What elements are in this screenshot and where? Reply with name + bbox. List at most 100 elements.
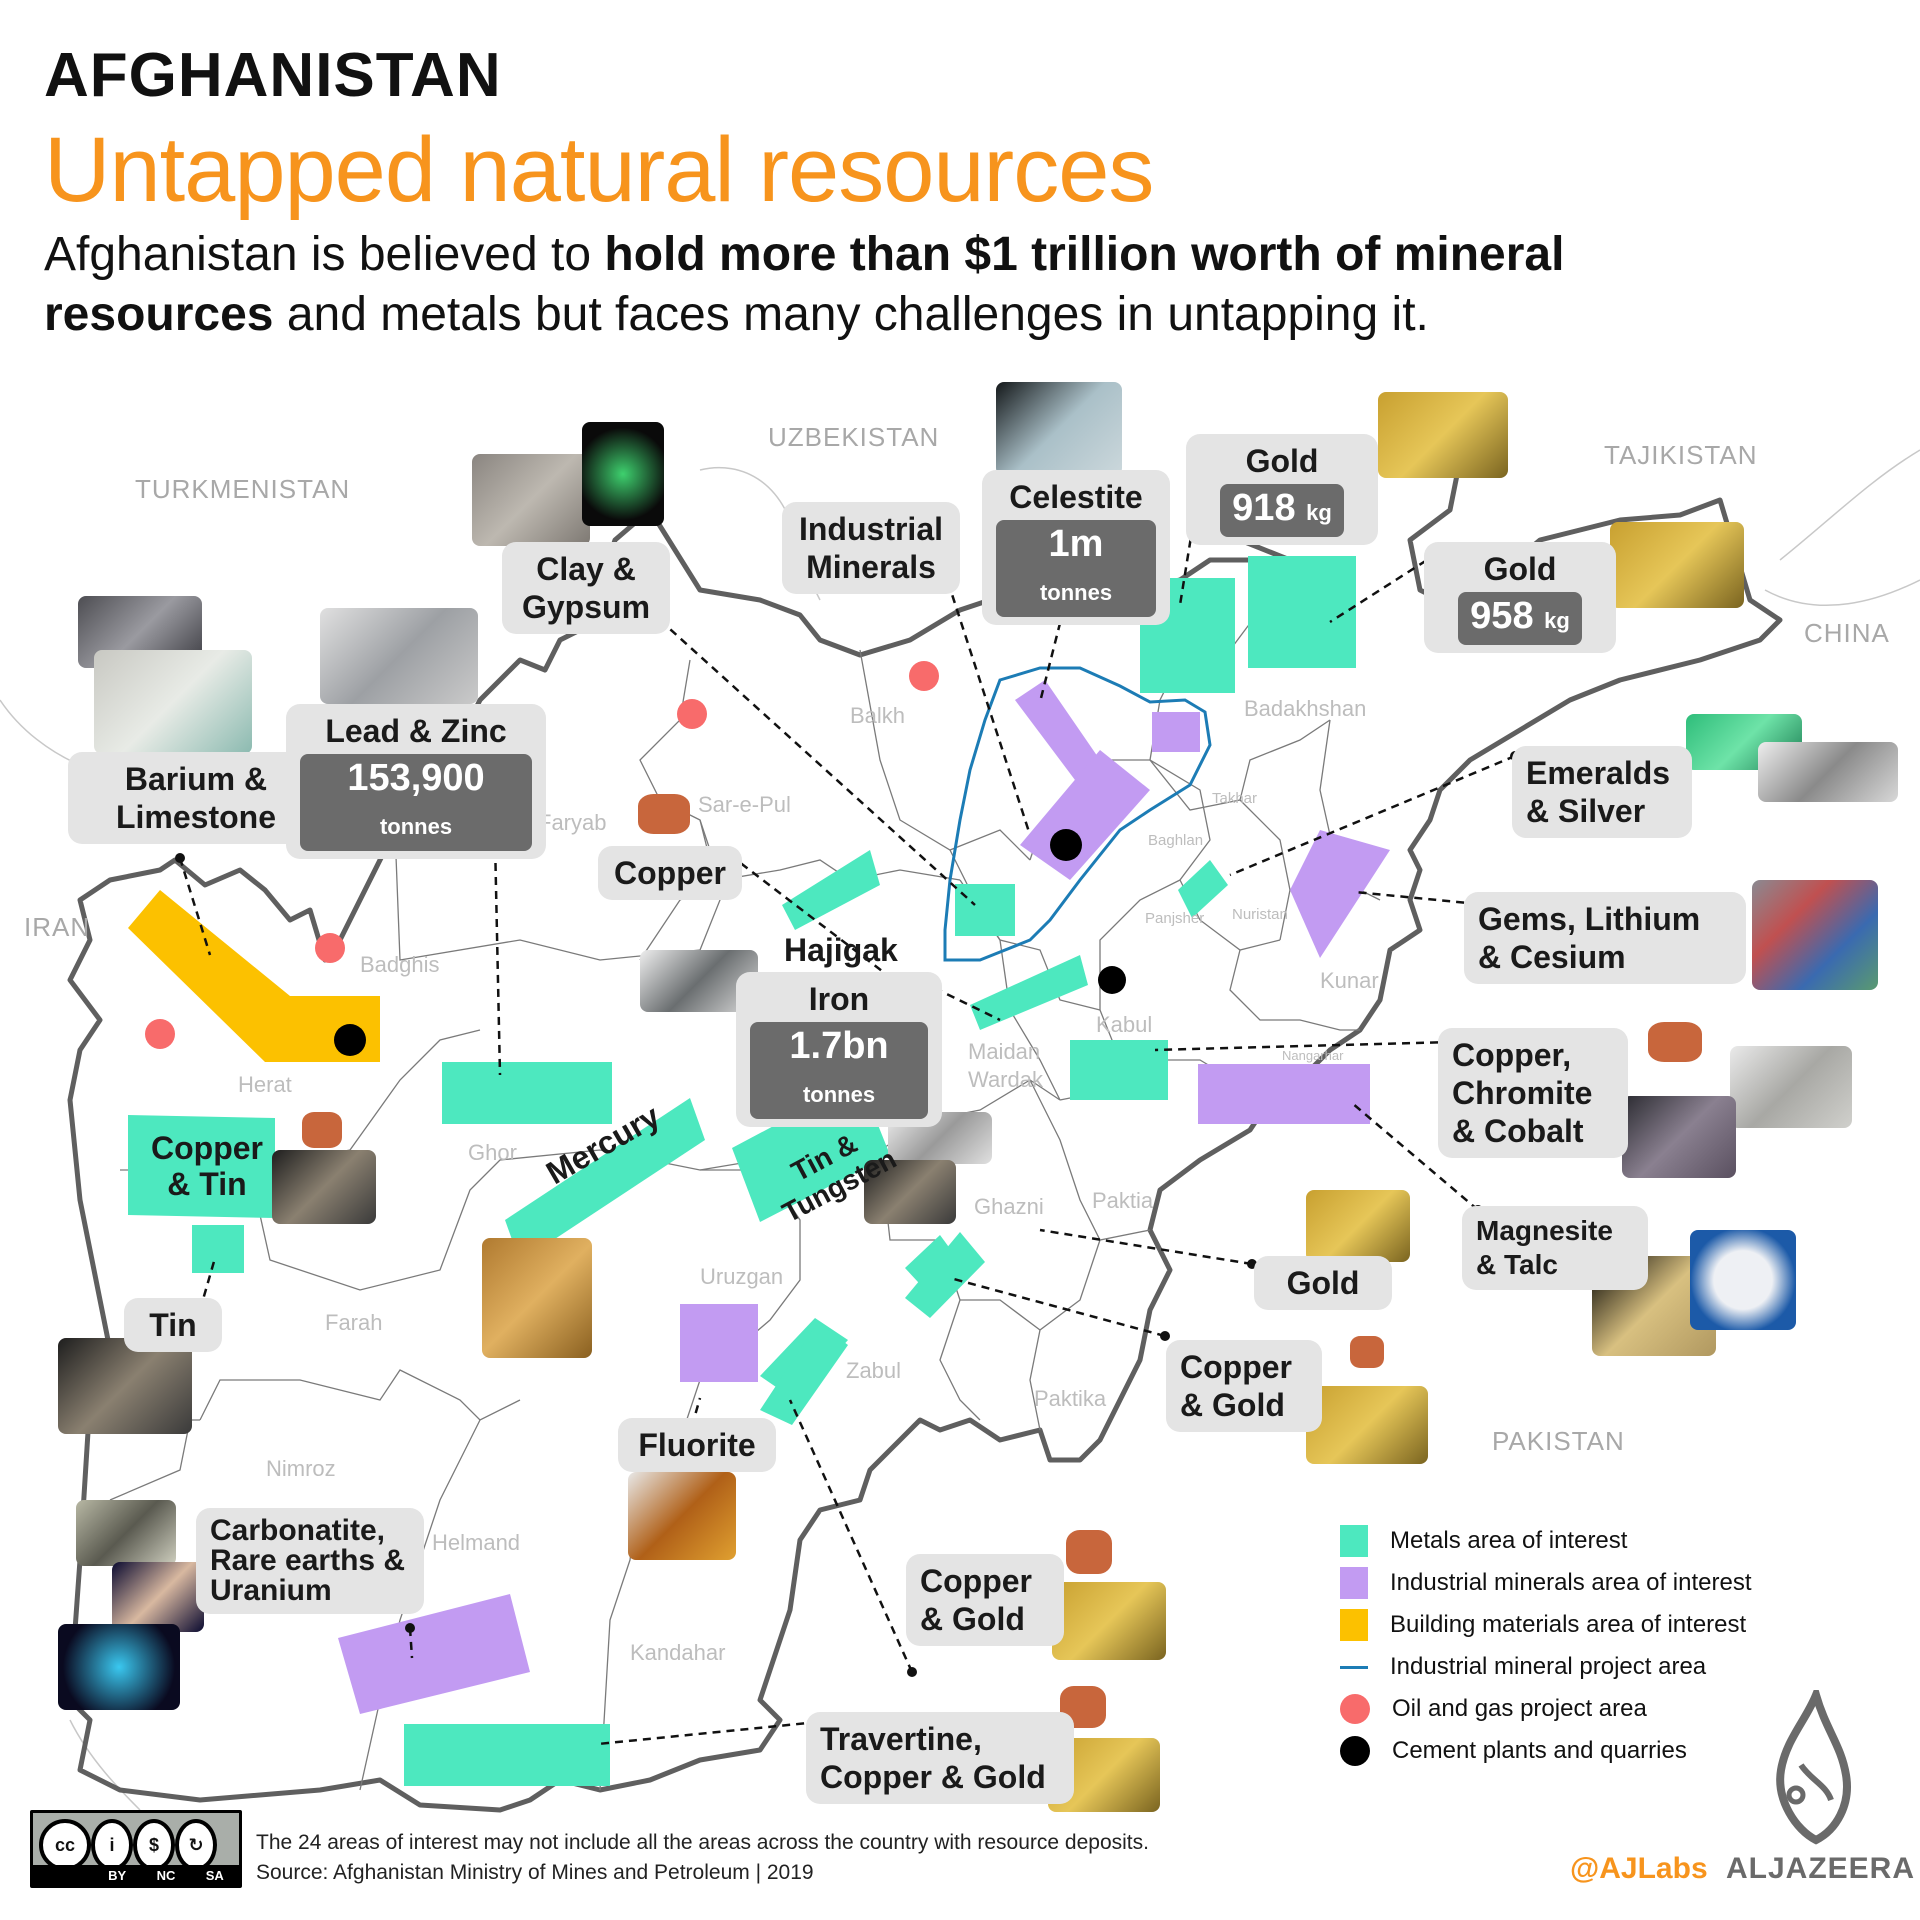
country-label-tajikistan: TAJIKISTAN (1604, 440, 1758, 470)
oil-gas-sites (145, 661, 939, 1049)
province-label: Kandahar (630, 1640, 726, 1665)
chromite-photo (1622, 1096, 1736, 1178)
footer-note: The 24 areas of interest may not include… (256, 1831, 1149, 1854)
card-gems-lithium-cesium: Gems, Lithium & Cesium (1464, 892, 1746, 984)
card-gold-paktia: Gold (1254, 1256, 1392, 1310)
card-value: 1m tonnes (996, 520, 1156, 617)
card-label: Magnesite & Talc (1476, 1215, 1613, 1280)
card-value: 918 kg (1220, 484, 1344, 537)
page-title: AFGHANISTAN (44, 41, 502, 110)
gems-photo (1752, 880, 1878, 990)
cc-by-label: BY (108, 1867, 127, 1883)
carbonatite-photo (76, 1500, 176, 1566)
value-unit: tonnes (802, 1082, 876, 1107)
value-unit: kg (1544, 608, 1570, 633)
card-label: Barium & Limestone (115, 761, 277, 835)
description-bold: resources (44, 288, 274, 341)
talc-photo (1690, 1230, 1796, 1330)
gold-photo (1610, 522, 1744, 608)
legend-swatch-building (1340, 1609, 1368, 1641)
mercury-photo (482, 1238, 592, 1358)
card-label: Fluorite (638, 1427, 756, 1463)
copper-photo (638, 794, 690, 834)
card-label: Gems, Lithium & Cesium (1478, 901, 1701, 975)
description-text: Afghanistan is believed to (44, 228, 605, 281)
cc-license-badge: cc i $ ↻ BY NC SA (30, 1810, 242, 1888)
lead-zinc-photo (320, 608, 478, 704)
legend-label: Cement plants and quarries (1392, 1737, 1687, 1764)
gold-photo (1306, 1386, 1428, 1464)
card-label: Clay & Gypsum (521, 551, 651, 625)
value-number: 918 (1232, 487, 1296, 529)
province-label: Zabul (846, 1358, 902, 1383)
country-label-uzbekistan: UZBEKISTAN (768, 422, 940, 452)
province-label: Badakhshan (1244, 696, 1367, 721)
province-label: Nuristan (1232, 906, 1288, 923)
description-bold: hold more than $1 trillion worth of mine… (604, 228, 1565, 281)
aljazeera-logo-icon (1776, 1690, 1851, 1845)
card-gold-918: Gold 918 kg (1186, 434, 1378, 545)
card-lead-zinc: Lead & Zinc 153,900 tonnes (286, 704, 546, 859)
card-gold-958: Gold 958 kg (1424, 542, 1616, 653)
silver-photo (1758, 742, 1898, 802)
cobalt-photo (1730, 1046, 1852, 1128)
rare-earth-photo (112, 1562, 204, 1632)
card-label: Copper & Gold (1180, 1349, 1292, 1423)
map-legend: Metals area of interest Industrial miner… (1340, 1520, 1752, 1772)
legend-item: Industrial minerals area of interest (1340, 1562, 1752, 1604)
label-copper-tin: Copper & Tin (151, 1130, 263, 1202)
province-label: Kunar (1320, 968, 1379, 993)
province-label: Herat (238, 1072, 292, 1097)
legend-label: Building materials area of interest (1390, 1611, 1747, 1638)
card-label: Industrial Minerals (798, 511, 943, 585)
card-barium-limestone: Barium & Limestone (68, 752, 324, 844)
page-subtitle: Untapped natural resources (44, 119, 1154, 221)
card-label: Gold (1483, 551, 1557, 587)
card-label: Copper & Gold (920, 1563, 1032, 1637)
copper-photo (1648, 1022, 1702, 1062)
legend-dot-cement (1340, 1736, 1370, 1766)
legend-item: Metals area of interest (1340, 1520, 1752, 1562)
legend-swatch-metals (1340, 1525, 1368, 1557)
card-label: Gold (1286, 1265, 1360, 1301)
card-fluorite: Fluorite (618, 1418, 776, 1472)
legend-label: Metals area of interest (1390, 1527, 1628, 1554)
card-label: Celestite (1009, 479, 1143, 515)
label-hajigak: Hajigak (784, 932, 898, 968)
country-label-pakistan: PAKISTAN (1492, 1426, 1625, 1456)
gold-photo (1306, 1190, 1410, 1262)
fluorite-photo (628, 1472, 736, 1560)
value-unit: tonnes (1039, 580, 1113, 605)
card-value: 153,900 tonnes (300, 754, 532, 851)
uranium-photo (58, 1624, 180, 1710)
legend-swatch-industrial (1340, 1567, 1368, 1599)
province-label: Kabul (1096, 1012, 1153, 1037)
legend-item: Oil and gas project area (1340, 1688, 1752, 1730)
card-emeralds-silver: Emeralds & Silver (1512, 746, 1692, 838)
by-icon: i (91, 1819, 133, 1871)
gold-photo (1052, 1582, 1166, 1660)
card-hajigak-iron: Iron 1.7bn tonnes (736, 972, 942, 1127)
cement-plants (334, 829, 1126, 1056)
card-label: Lead & Zinc (325, 713, 507, 749)
celestite-photo (996, 382, 1122, 476)
legend-label: Industrial mineral project area (1390, 1653, 1707, 1680)
cc-icon: cc (39, 1819, 91, 1871)
value-unit: tonnes (379, 814, 453, 839)
value-number: 1.7bn (789, 1025, 889, 1067)
nc-icon: $ (133, 1819, 175, 1871)
province-label: Nangarhar (1282, 1048, 1344, 1063)
legend-item: Building materials area of interest (1340, 1604, 1752, 1646)
card-magnesite-talc: Magnesite & Talc (1462, 1206, 1648, 1290)
province-label: Paktika (1034, 1386, 1107, 1411)
cc-band: BY NC SA (33, 1865, 239, 1885)
card-copper-gold-east: Copper & Gold (1166, 1340, 1322, 1432)
legend-label: Industrial minerals area of interest (1390, 1569, 1752, 1596)
card-label: Iron (808, 981, 870, 1017)
province-label: Balkh (850, 703, 906, 728)
page-description: Afghanistan is believed to hold more tha… (44, 225, 1844, 345)
card-celestite: Celestite 1m tonnes (982, 470, 1170, 625)
tin-photo (58, 1338, 192, 1434)
value-number: 153,900 (347, 757, 485, 799)
value-unit: kg (1306, 500, 1332, 525)
